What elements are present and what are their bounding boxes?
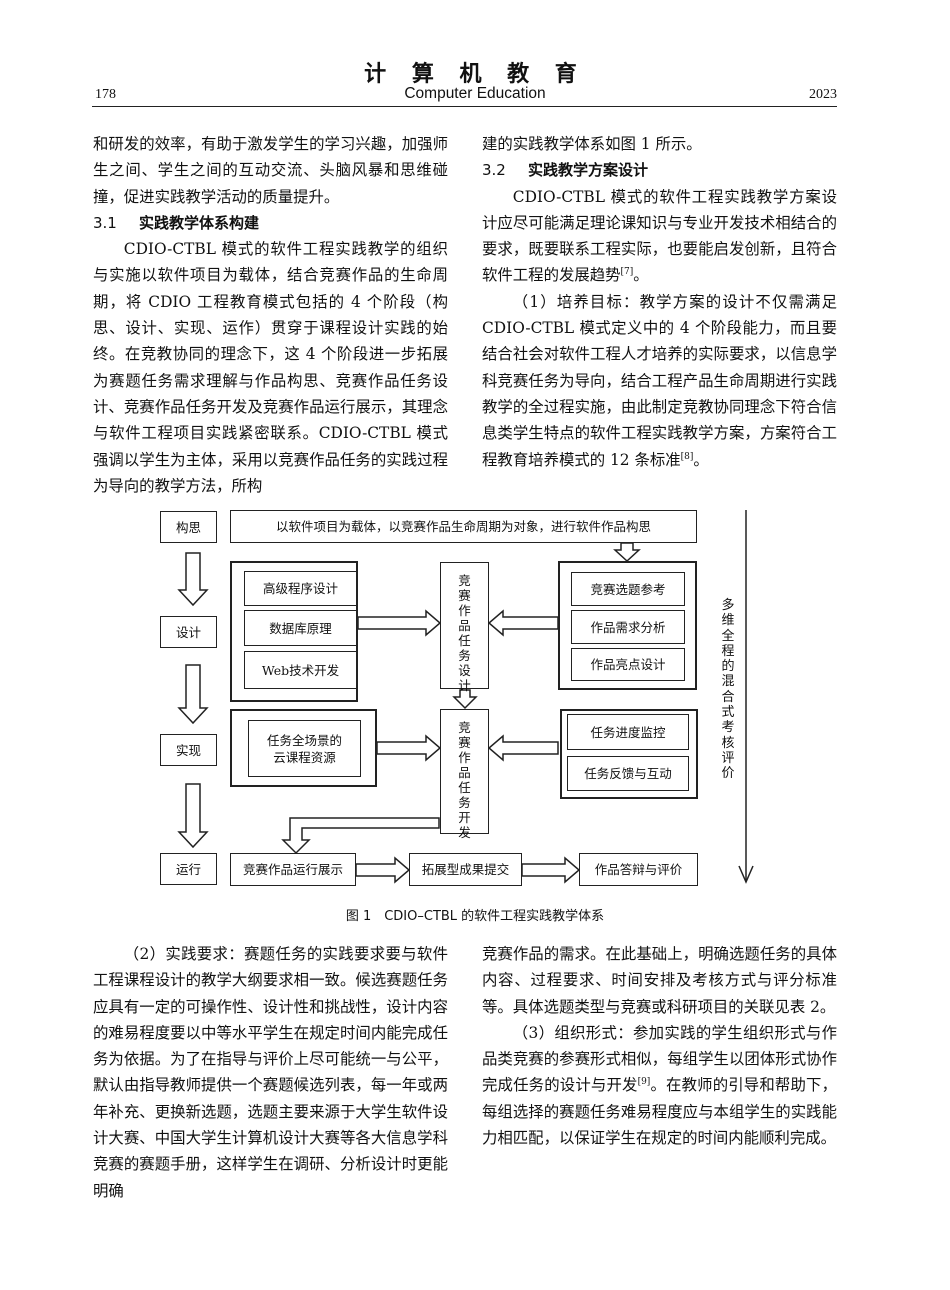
result-submission: 拓展型成果提交 [409,853,522,886]
stage-design: 设计 [160,616,217,648]
journal-title-en: Computer Education [404,85,546,102]
page-number: 178 [95,87,116,102]
course-group [230,561,358,702]
evaluation-arrow-head [738,865,754,884]
cloud-course-resources: 任务全场景的 云课程资源 [248,720,361,777]
stage-operate: 运行 [160,853,217,885]
paragraph: （1）培养目标：教学方案的设计不仅需满足 CDIO-CTBL 模式定义中的 4 … [482,292,837,469]
stage-conceive: 构思 [160,511,217,543]
paragraph: 和研发的效率，有助于激发学生的学习兴趣，加强师生之间、学生之间的互动交流、头脑风… [93,135,448,206]
section-number: 3.1 [93,213,117,232]
citation: [7] [620,267,634,278]
paragraph: CDIO-CTBL 模式的软件工程实践教学方案设计应尽可能满足理论课知识与专业开… [482,187,837,285]
resource-group [230,709,377,787]
design-analysis-group [558,561,697,690]
right-arrow [376,734,442,762]
right-arrow [355,856,411,884]
left-arrow [487,609,559,637]
paragraph: CDIO-CTBL 模式的软件工程实践教学的组织与实施以软件项目为载体，结合竞赛… [93,240,448,495]
paragraph: 建的实践教学体系如图 1 所示。 [482,135,702,153]
section-number: 3.2 [482,161,506,180]
defense-evaluation: 作品答辩与评价 [579,853,698,886]
right-arrow [521,856,581,884]
left-column-top: 和研发的效率，有助于激发学生的学习兴趣，加强师生之间、学生之间的互动交流、头脑风… [93,131,448,499]
stage-implement: 实现 [160,734,217,766]
task-feedback-interaction: 任务反馈与互动 [567,756,689,791]
left-arrow [487,734,559,762]
section-title: 实践教学方案设计 [528,161,649,180]
evaluation-side-label: 多 维 全 程 的 混 合 式 考 核 评 价 [721,598,735,782]
course-web: Web技术开发 [244,651,357,689]
task-design-box: 竞 赛 作 品 任 务 设 计 [440,562,489,693]
left-column-bottom: （2）实践要求：赛题任务的实践要求要与软件工程课程设计的教学大纲要求相一致。候选… [93,941,448,1204]
task-progress-monitoring: 任务进度监控 [567,714,689,750]
implementation-monitor-group [560,709,698,799]
course-advanced-programming: 高级程序设计 [244,571,357,606]
journal-title-cn: 计 算 机 教 育 [364,62,586,87]
paragraph: （2）实践要求：赛题任务的实践要求要与软件工程课程设计的教学大纲要求相一致。候选… [93,945,448,1200]
publication-year: 2023 [809,87,837,102]
right-column-bottom: 竞赛作品的需求。在此基础上，明确选题任务的具体内容、过程要求、时间安排及考核方式… [482,941,837,1151]
down-arrow [452,689,478,710]
down-arrow [177,664,209,725]
right-column-top: 建的实践教学体系如图 1 所示。 3.2 实践教学方案设计 CDIO-CTBL 模… [482,131,837,473]
figure-caption: 图 1 CDIO–CTBL 的软件工程实践教学体系 [345,909,605,924]
course-database: 数据库原理 [244,610,357,646]
citation: [8] [680,451,694,462]
elbow-arrow [281,817,440,855]
down-arrow [177,552,209,607]
task-dev-box: 竞 赛 作 品 任 务 开 发 [440,709,489,840]
citation: [9] [637,1077,651,1088]
header-rule [92,106,837,107]
conceive-description: 以软件项目为载体，以竞赛作品生命周期为对象，进行软件作品构思 [230,510,697,543]
section-heading-3-1: 3.1 实践教学体系构建 [93,210,448,236]
work-run-show: 竞赛作品运行展示 [230,853,356,886]
down-arrow [177,783,209,849]
paragraph: （3）组织形式：参加实践的学生组织形式与作品类竞赛的参赛形式相似，每组学生以团体… [482,1023,837,1148]
design-right-highlight-design: 作品亮点设计 [571,648,685,681]
design-right-requirement-analysis: 作品需求分析 [571,610,685,644]
paragraph: 竞赛作品的需求。在此基础上，明确选题任务的具体内容、过程要求、时间安排及考核方式… [482,945,837,1016]
down-arrow [613,542,641,563]
section-title: 实践教学体系构建 [139,213,260,232]
section-heading-3-2: 3.2 实践教学方案设计 [482,157,837,183]
right-arrow [357,609,442,637]
design-right-topic-reference: 竞赛选题参考 [571,572,685,606]
